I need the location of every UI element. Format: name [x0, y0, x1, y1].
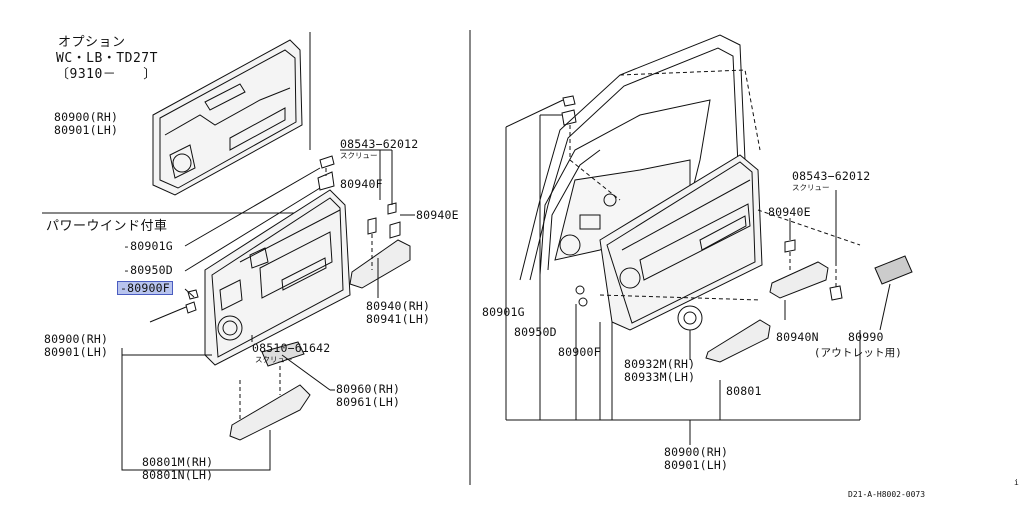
corner-mark: i [1014, 478, 1019, 487]
part-80941lh-left[interactable]: 80941(LH) [366, 312, 431, 326]
part-80900rh-left[interactable]: 80900(RH) [44, 332, 109, 346]
part-80990-right[interactable]: 80990 [848, 330, 884, 344]
option-title: オプション [58, 35, 126, 50]
part-80901lh-right[interactable]: 80901(LH) [664, 458, 729, 472]
part-08510-left-sub: スクリュー [255, 355, 293, 364]
left-door-trim-drawing [204, 189, 351, 366]
option-part-rh[interactable]: 80900(RH) [54, 110, 119, 124]
part-80932m-right[interactable]: 80932M(RH) [624, 357, 696, 371]
part-80801-right[interactable]: 80801 [726, 384, 762, 398]
outlet-grille [874, 255, 913, 285]
part-80901lh-left[interactable]: 80901(LH) [44, 345, 109, 359]
diagram-code: D21-A-H8002-0073 [848, 490, 926, 499]
pull-handle-right [769, 261, 829, 299]
part-80940f-left[interactable]: 80940F [340, 177, 383, 191]
clips-left [185, 155, 401, 314]
part-80940e-left[interactable]: 80940E [416, 208, 459, 222]
part-80933m-right[interactable]: 80933M(LH) [624, 370, 696, 384]
part-08543-left[interactable]: 08543−62012 [340, 137, 419, 151]
pull-handle-left [349, 239, 411, 289]
part-80801m-left[interactable]: 80801M(RH) [142, 455, 214, 469]
part-80901g-left[interactable]: -80901G [123, 239, 173, 253]
part-80801n-left[interactable]: 80801N(LH) [142, 468, 214, 482]
part-80940e-right[interactable]: 80940E [768, 205, 811, 219]
part-80940rh-left[interactable]: 80940(RH) [366, 299, 431, 313]
part-80950d-right[interactable]: 80950D [514, 325, 557, 339]
part-80940n-right[interactable]: 80940N [776, 330, 819, 344]
right-door-frame-drawing [519, 34, 746, 281]
option-date: 〔9310－ 〕 [56, 67, 157, 82]
armrest-right [705, 319, 771, 363]
part-80900f-left-highlighted[interactable]: -80900F [117, 281, 173, 295]
option-part-lh[interactable]: 80901(LH) [54, 123, 119, 137]
armrest-left [229, 384, 311, 441]
part-80900rh-right[interactable]: 80900(RH) [664, 445, 729, 459]
part-80901g-right[interactable]: 80901G [482, 305, 525, 319]
part-80950d-left[interactable]: -80950D [123, 263, 173, 277]
option-models: WC・LB・TD27T [56, 51, 158, 66]
part-08510-left[interactable]: 08510−61642 [252, 341, 331, 355]
part-08543-right[interactable]: 08543−62012 [792, 169, 871, 183]
part-08543-right-sub: スクリュー [792, 183, 830, 192]
part-80990-right-sub: (アウトレット用) [814, 347, 902, 359]
part-80900f-right[interactable]: 80900F [558, 345, 601, 359]
part-08543-left-sub: スクリュー [340, 151, 378, 160]
switch-bezel-left [261, 341, 305, 367]
section-title: パワーウインド付車 [46, 219, 168, 234]
option-door-trim-drawing [152, 39, 303, 196]
part-80960rh-left[interactable]: 80960(RH) [336, 382, 401, 396]
part-80961lh-left[interactable]: 80961(LH) [336, 395, 401, 409]
